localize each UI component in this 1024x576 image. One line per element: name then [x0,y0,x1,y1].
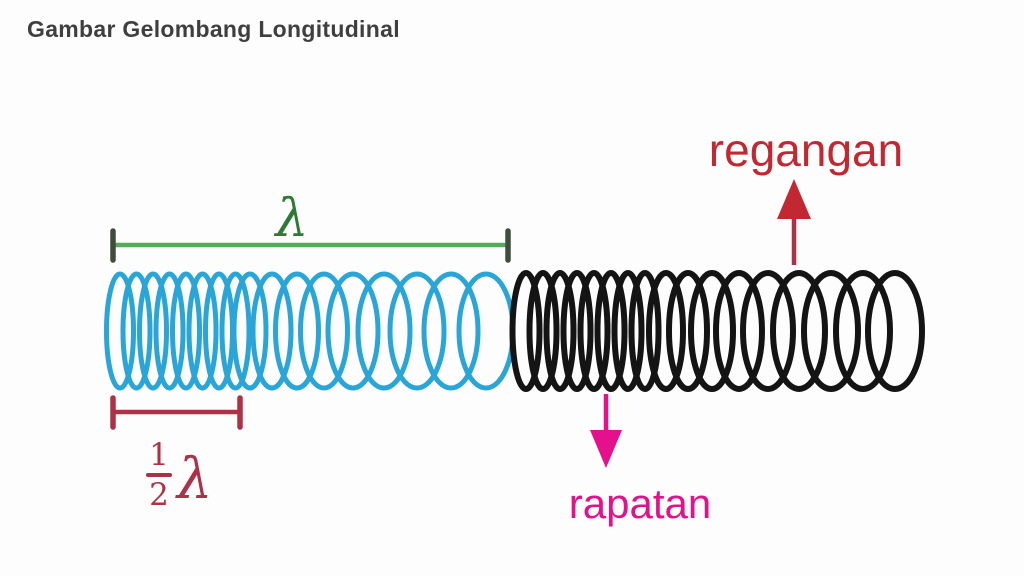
wavelength-bracket [110,228,511,263]
stretch-arrow [777,179,811,265]
stretch-label: regangan [708,124,904,176]
fraction-bar [146,473,172,478]
compression-label: rapatan [568,480,712,527]
stretch-arrow-head [777,179,811,219]
spring-section-blue [104,271,516,391]
half-wavelength-bracket [110,395,243,430]
half-wavelength-fraction: 1 2 [144,438,174,512]
half-wavelength-label: 1 2 λ [144,438,213,512]
fraction-denominator: 2 [149,477,169,514]
page-title: Gambar Gelombang Longitudinal [27,16,400,42]
fraction-numerator: 1 [149,437,169,473]
wavelength-label: λ [275,189,309,249]
compression-arrow-head [590,430,622,468]
compression-arrow [590,394,622,468]
spring-section-black [509,270,925,392]
half-wavelength-symbol: λ [177,447,213,512]
